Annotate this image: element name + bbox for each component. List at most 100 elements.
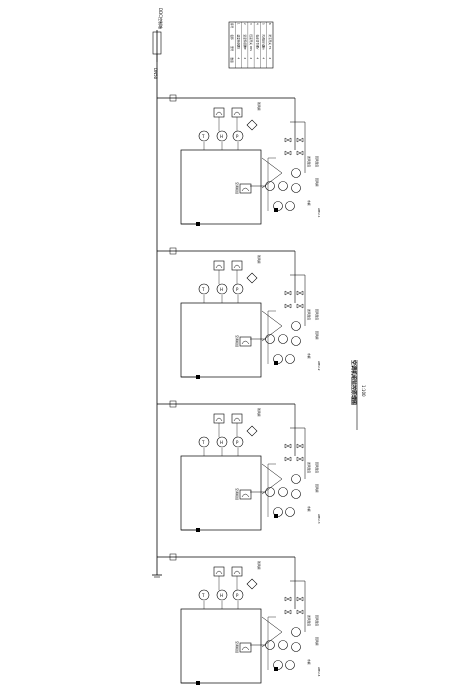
ahu-box xyxy=(180,455,262,531)
diamond-icon xyxy=(246,272,258,284)
side-label: 回风温度 xyxy=(315,615,319,626)
control-point-icon xyxy=(291,183,301,193)
legend-cell: 序号 xyxy=(230,23,234,29)
legend-cell: 6 xyxy=(268,23,272,25)
side-label: 回风温度 xyxy=(315,156,319,167)
sensor-circle-icon xyxy=(198,436,210,448)
bowtie-valve-icon xyxy=(284,596,292,602)
ahu-box xyxy=(180,302,262,378)
main-pipe-label: DN50 xyxy=(153,68,158,80)
drawing-title: 空调机组监控原理图 xyxy=(350,360,357,405)
control-point-icon xyxy=(265,181,275,191)
diag-link xyxy=(261,310,283,327)
bowtie-valve-icon xyxy=(284,609,292,615)
bowtie-valve-icon xyxy=(284,456,292,462)
fan-arc xyxy=(241,493,250,498)
control-point-icon xyxy=(278,334,288,344)
diag-link xyxy=(261,463,283,480)
side-label: 回风阀 xyxy=(315,178,319,187)
legend-cell: 名称 xyxy=(230,35,234,41)
control-point-icon xyxy=(285,354,295,364)
side-label: 送风温度 xyxy=(307,615,311,626)
fan-box-icon xyxy=(239,642,252,653)
instrument-box-icon xyxy=(213,566,225,577)
ahu-box xyxy=(180,149,262,225)
control-point-icon xyxy=(291,168,301,178)
branch-valve-icon xyxy=(169,94,177,102)
fan-arc xyxy=(241,187,250,192)
instrument-box-icon xyxy=(213,413,225,424)
legend-border xyxy=(228,21,274,69)
legend-cell: 数量 xyxy=(230,58,234,64)
legend-cell: 4 xyxy=(255,58,259,60)
instrument-box-icon xyxy=(213,260,225,271)
control-point-icon xyxy=(285,660,295,670)
control-point-icon xyxy=(291,627,301,637)
control-point-icon xyxy=(265,640,275,650)
drawing-subtitle: 1:100 xyxy=(361,385,366,397)
legend-table: 序号名称型号数量1温度传感器TE42湿度传感器HE43压差开关PdS44电动调节… xyxy=(228,21,274,69)
side-label: 回风阀 xyxy=(315,331,319,340)
control-point-icon xyxy=(291,489,301,499)
diag-link xyxy=(261,157,283,174)
side-label: 送风温度 xyxy=(307,462,311,473)
bowtie-valve-icon xyxy=(296,443,304,449)
ahu-box-label: 空调机组 xyxy=(235,488,240,500)
ahu-box-label: 空调机组 xyxy=(235,182,240,194)
side-label: 回风温度 xyxy=(315,462,319,473)
control-point-icon xyxy=(265,334,275,344)
sensor-circle-icon xyxy=(216,283,228,295)
sensor-circle-icon xyxy=(198,130,210,142)
top-right-label: 新风阀 xyxy=(257,561,261,570)
legend-cell: HE xyxy=(243,46,247,50)
sensor-label: T xyxy=(201,134,205,139)
legend-cell: 4 xyxy=(262,58,266,60)
control-point-icon xyxy=(285,507,295,517)
box-terminal-icon xyxy=(196,528,200,532)
ahu-box xyxy=(180,608,262,684)
legend-cell: 湿度传感器 xyxy=(243,35,247,48)
box-terminal-icon xyxy=(196,681,200,685)
top-right-label: 新风阀 xyxy=(257,255,261,264)
bowtie-valve-icon xyxy=(296,596,304,602)
legend-cell: 4 xyxy=(268,58,272,60)
sensor-circle-icon xyxy=(198,283,210,295)
instrument-arc xyxy=(233,570,241,575)
sensor-circle-icon xyxy=(232,283,244,295)
instrument-arc xyxy=(233,417,241,422)
instrument-box-icon xyxy=(231,107,243,118)
side-label: 水阀 xyxy=(307,506,311,512)
sensor-circle-icon xyxy=(232,436,244,448)
bowtie-valve-icon xyxy=(284,137,292,143)
sensor-label: T xyxy=(201,440,205,445)
sensor-label: P xyxy=(236,440,239,445)
terminal-block-icon xyxy=(274,667,278,671)
terminal-block-icon xyxy=(274,208,278,212)
instrument-box-icon xyxy=(231,260,243,271)
legend-cell: 2 xyxy=(243,23,247,25)
instrument-arc xyxy=(215,264,223,269)
branch-valve-icon xyxy=(169,400,177,408)
legend-cell: DA xyxy=(262,46,266,50)
box-terminal-icon xyxy=(196,222,200,226)
instrument-arc xyxy=(233,264,241,269)
sensor-circle-icon xyxy=(216,130,228,142)
sensor-label: T xyxy=(201,287,205,292)
legend-cell: 风阀执行器 xyxy=(262,35,266,48)
bowtie-valve-icon xyxy=(284,443,292,449)
instrument-arc xyxy=(215,111,223,116)
fan-arc xyxy=(241,340,250,345)
legend-cell: TE xyxy=(236,46,240,50)
instrument-arc xyxy=(215,417,223,422)
sensor-label: H xyxy=(220,287,223,292)
diag-link xyxy=(261,616,283,633)
sensor-label: P xyxy=(236,593,239,598)
sensor-circle-icon xyxy=(216,436,228,448)
control-point-icon xyxy=(291,474,301,484)
sensor-label: T xyxy=(201,593,205,598)
header-tag: DDC控制箱 xyxy=(158,8,164,29)
sensor-label: H xyxy=(220,440,223,445)
